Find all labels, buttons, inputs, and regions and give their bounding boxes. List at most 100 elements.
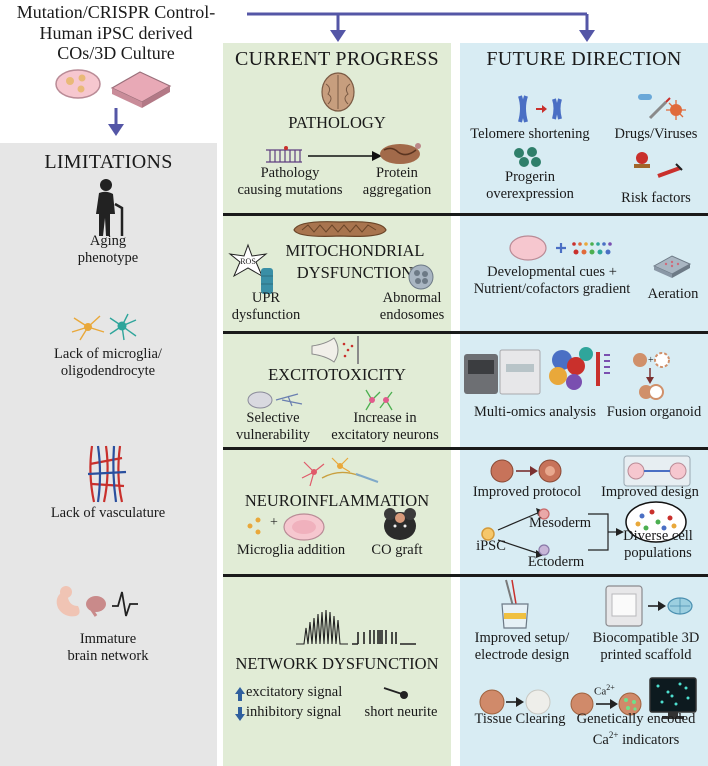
progerin-icon	[514, 147, 541, 167]
dna-icon	[266, 146, 302, 163]
svg-text:+: +	[648, 355, 654, 366]
spike-trace-icon	[296, 609, 416, 645]
elderly-person-icon	[96, 179, 124, 236]
chromosome-icon	[518, 95, 562, 123]
label-line: Selective	[246, 410, 300, 426]
diverse-cell-label: Diverse cell populations	[608, 528, 708, 561]
differentiation-diagram	[481, 501, 687, 558]
developmental-cues-icon	[509, 235, 612, 261]
abnormal-endosomes-label: Abnormal endosomes	[372, 290, 452, 323]
section-divider	[223, 213, 708, 216]
synapse-icon	[311, 336, 359, 364]
section-divider	[223, 574, 708, 577]
label-line: Progerin	[505, 169, 555, 185]
flow-arrows	[108, 12, 595, 136]
svg-text:+: +	[270, 515, 278, 530]
section-divider	[223, 447, 708, 450]
aging-label: Aging phenotype	[58, 233, 158, 266]
ca-superscript: 2+	[606, 683, 615, 692]
selective-vulnerability-icon	[247, 391, 303, 409]
improved-setup-label: Improved setup/ electrode design	[462, 630, 582, 663]
source-line: Mutation/CRISPR Control-	[16, 2, 216, 22]
endosome-icon	[408, 264, 434, 290]
pathology-mutations-label: Pathology causing mutations	[236, 165, 344, 198]
limitations-heading: LIMITATIONS	[44, 151, 173, 173]
improved-protocol-label: Improved protocol	[472, 484, 582, 500]
label-line: printed scaffold	[600, 646, 692, 663]
label-line: Nutrient/cofactors gradient	[473, 280, 631, 297]
scaffold-label: Biocompatible 3D printed scaffold	[584, 630, 708, 663]
microglia-addition-icon: +	[247, 513, 325, 541]
short-neurite-label: short neurite	[364, 704, 438, 720]
aeration-plate-icon	[652, 255, 692, 278]
ca-text: Ca	[592, 731, 609, 748]
fusion-organoid-label: Fusion organoid	[606, 404, 702, 420]
ros-star-icon: ROS	[228, 243, 268, 278]
label-line: Protein	[376, 165, 418, 181]
label-line: Diverse cell	[623, 528, 693, 544]
arrow-icon	[308, 151, 382, 161]
glia-neuron-icon	[301, 457, 379, 487]
improved-design-icon	[623, 455, 691, 487]
immature-label: Immature brain network	[48, 631, 168, 664]
source-title: Mutation/CRISPR Control- Human iPSC deri…	[0, 2, 232, 64]
label-line: Increase in	[353, 410, 417, 426]
label-line: Immature	[79, 631, 137, 647]
selective-vulnerability-label: Selective vulnerability	[230, 410, 316, 443]
excitatory-neuron-icon	[365, 389, 393, 411]
3d-printer-icon	[605, 585, 693, 627]
tissue-clearing-icon	[479, 689, 551, 715]
ectoderm-label: Ectoderm	[527, 554, 585, 570]
co-graft-label: CO graft	[371, 542, 423, 558]
multi-omics-icon	[464, 347, 610, 395]
label-line: brain network	[67, 647, 149, 664]
brain-slice-icon	[321, 72, 355, 112]
electrode-setup-icon	[501, 579, 529, 629]
calcium-imaging-icon	[570, 677, 697, 719]
tissue-clearing-label: Tissue Clearing	[474, 711, 566, 727]
mitochondrial-title: MITOCHONDRIAL	[285, 241, 425, 260]
improved-protocol-icon	[490, 459, 562, 483]
label-line: UPR	[251, 290, 281, 306]
label-line: causing mutations	[237, 181, 343, 198]
label-line: populations	[624, 544, 692, 561]
upr-icon	[261, 268, 273, 294]
limitations-column	[0, 143, 217, 766]
mouse-icon	[384, 508, 416, 540]
label-line: Aging	[89, 233, 127, 249]
fusion-organoid-icon: +	[633, 352, 670, 400]
label-line: Lack of microglia/	[54, 346, 162, 362]
label-line: electrode design	[474, 646, 570, 663]
label-line: aggregation	[362, 181, 432, 198]
pathology-title: PATHOLOGY	[288, 113, 386, 132]
ipsc-label: iPSC	[476, 538, 506, 554]
label-line: Developmental cues +	[487, 264, 617, 280]
protein-aggregate-icon	[380, 143, 421, 164]
label-line: Biocompatible 3D	[592, 630, 700, 646]
dysfunction-title: DYSFUNCTION	[296, 263, 414, 282]
telomere-label: Telomere shortening	[470, 126, 590, 142]
label-line: Improved setup/	[474, 630, 570, 646]
label-line: excitatory neurons	[331, 426, 439, 443]
culture-icon	[55, 69, 172, 108]
future-direction-heading: FUTURE DIRECTION	[486, 48, 682, 70]
section-divider	[223, 331, 708, 334]
label-line: oligodendrocyte	[60, 362, 156, 379]
improved-design-label: Improved design	[601, 484, 699, 500]
down-arrow-icon	[235, 707, 245, 721]
drugs-virus-icon	[638, 94, 686, 120]
risk-factors-label: Risk factors	[621, 190, 691, 206]
inhibitory-signal-label: inhibitory signal	[246, 704, 342, 720]
progerin-label: Progerin overexpression	[470, 169, 590, 202]
label-line: dysfunction	[231, 306, 301, 323]
excitotoxicity-title: EXCITOTOXICITY	[268, 365, 406, 384]
multi-omics-label: Multi-omics analysis	[473, 404, 597, 420]
label-line: vulnerability	[235, 426, 311, 443]
developmental-cues-label: Developmental cues + Nutrient/cofactors …	[462, 264, 642, 297]
label-line: overexpression	[486, 185, 574, 202]
drugs-viruses-label: Drugs/Viruses	[614, 126, 698, 142]
excitatory-signal-label: excitatory signal	[246, 684, 343, 700]
label-line: endosomes	[379, 306, 445, 323]
microglia-addition-label: Microglia addition	[236, 542, 346, 558]
risk-factors-icon	[634, 152, 683, 178]
